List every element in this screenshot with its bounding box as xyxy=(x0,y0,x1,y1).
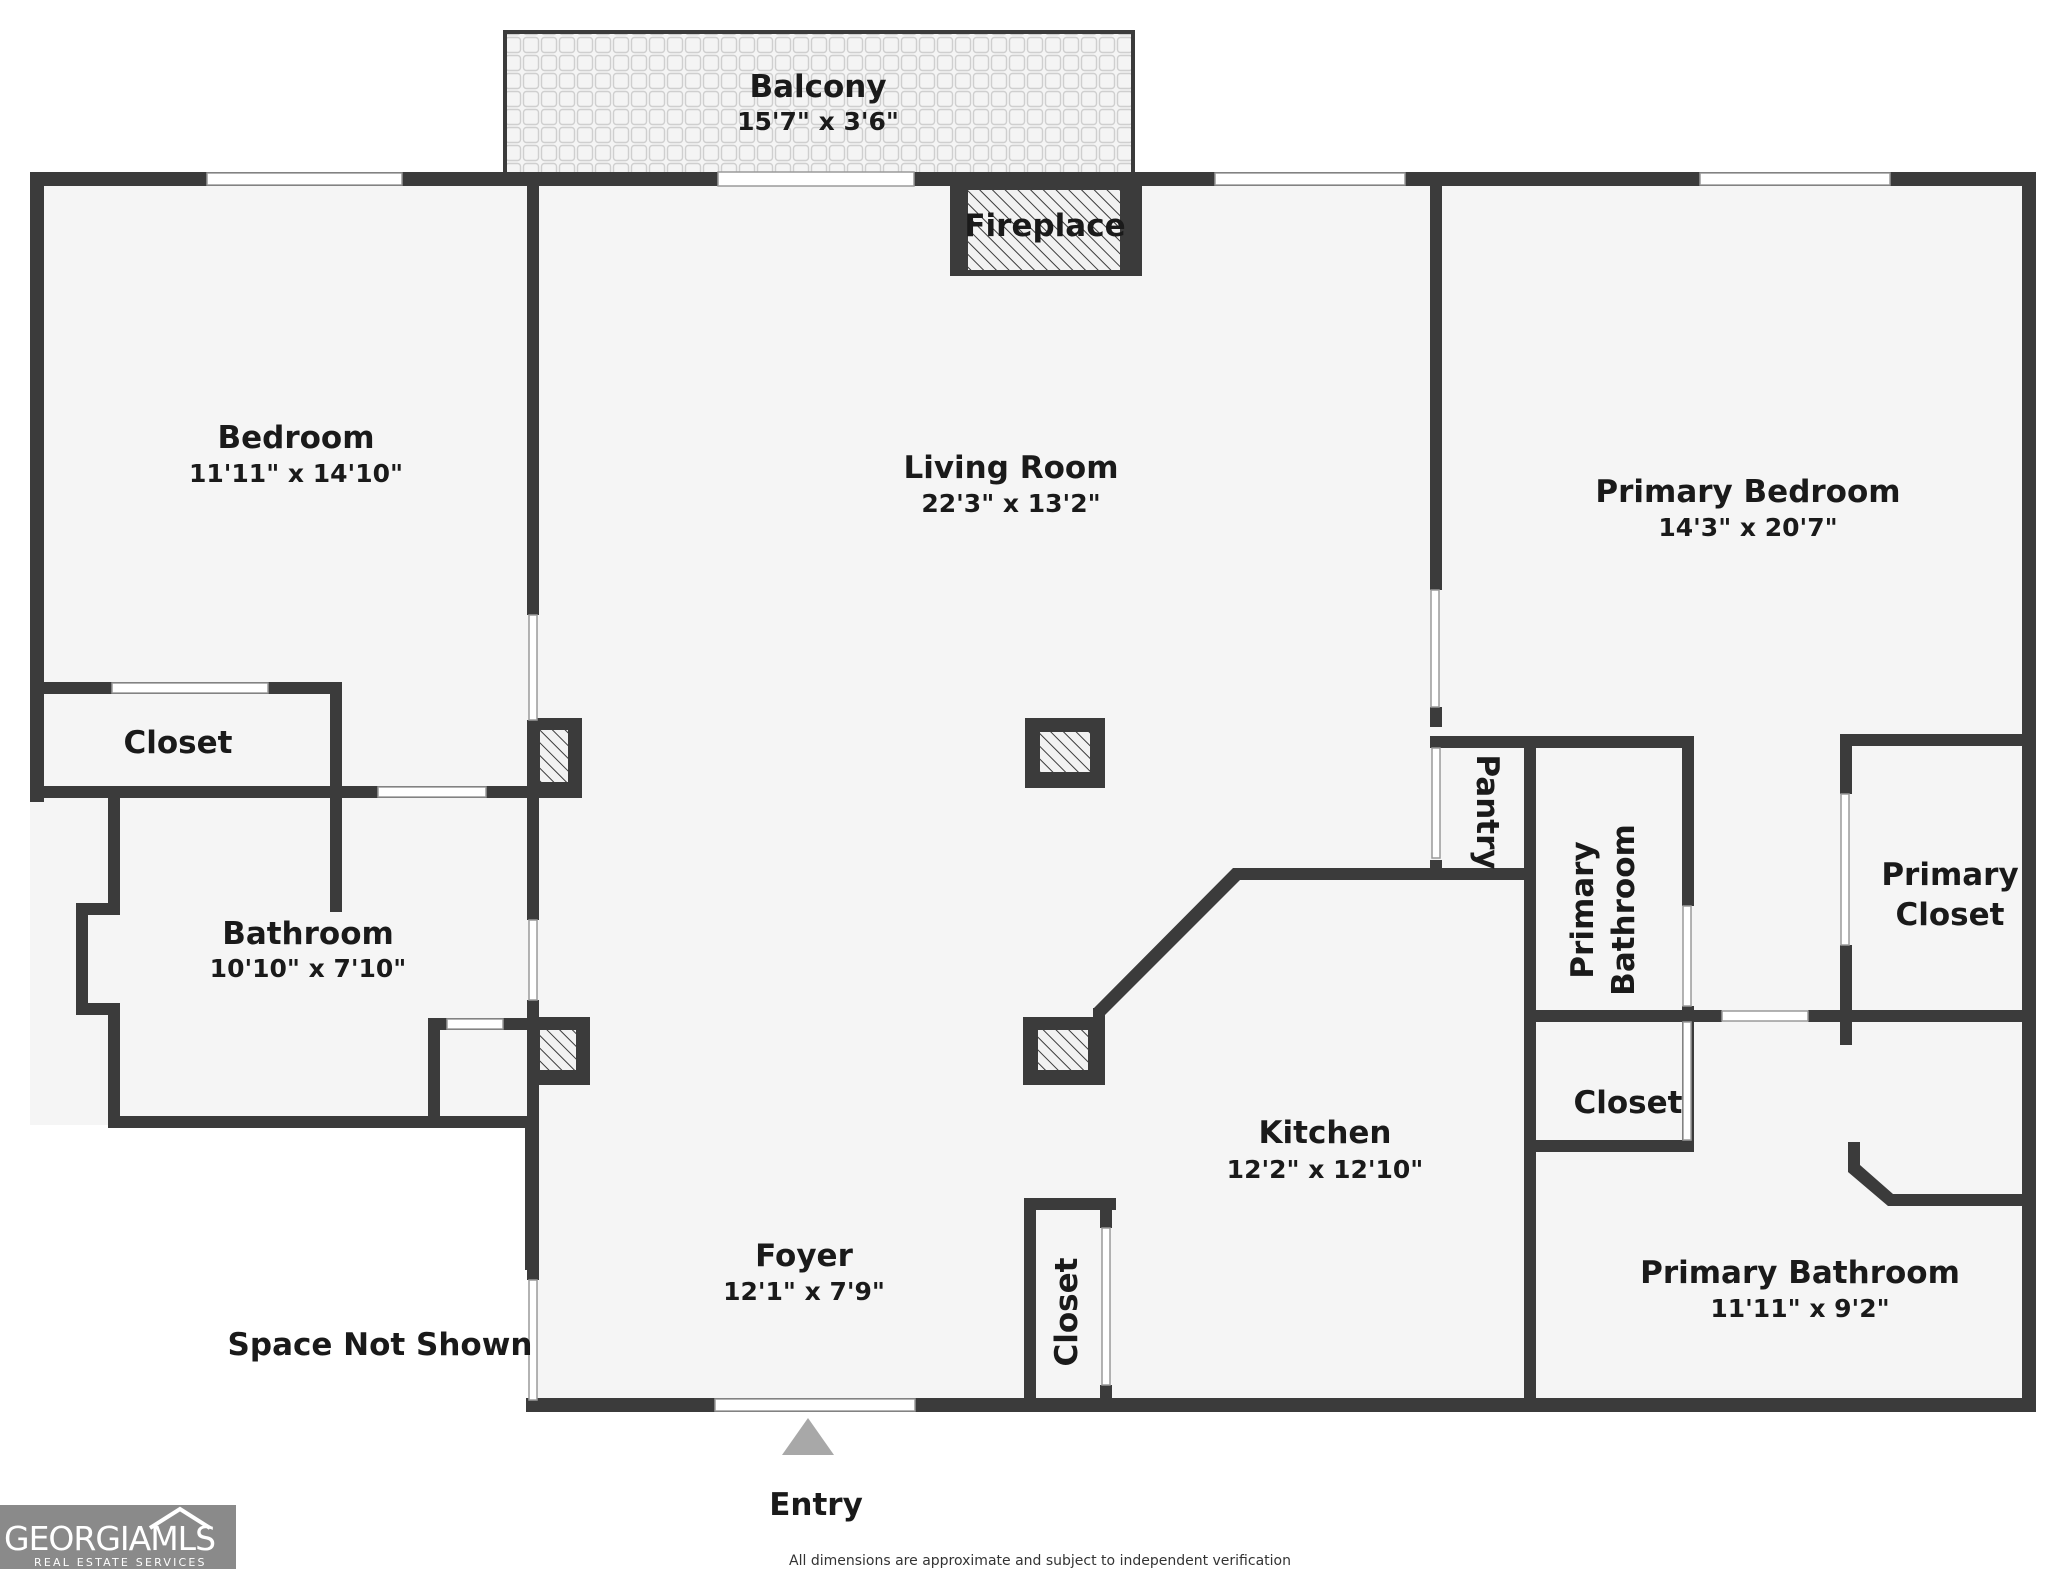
hatched-columns xyxy=(540,190,1120,1070)
room-labels: Balcony 15'7" x 3'6" Fireplace Bedroom 1… xyxy=(124,69,2019,1569)
closet-primary-label: Closet xyxy=(1574,1085,1683,1121)
primary-bedroom-dims: 14'3" x 20'7" xyxy=(1658,513,1837,542)
fireplace-label: Fireplace xyxy=(964,208,1125,244)
space-not-shown-area xyxy=(30,1125,535,1425)
primary-bathroom-small-line1: Primary xyxy=(1565,841,1601,978)
space-not-shown-label: Space Not Shown xyxy=(228,1327,533,1363)
bathroom-dims: 10'10" x 7'10" xyxy=(210,954,407,983)
entry-label: Entry xyxy=(769,1487,863,1523)
kitchen-name: Kitchen xyxy=(1258,1115,1391,1151)
balcony-dims: 15'7" x 3'6" xyxy=(737,107,899,136)
georgia-mls-logo: GEORGIAMLS REAL ESTATE SERVICES xyxy=(0,1505,236,1569)
primary-closet-line2: Closet xyxy=(1896,897,2005,933)
closet-foyer-label: Closet xyxy=(1049,1257,1085,1366)
logo-sub-text: REAL ESTATE SERVICES xyxy=(34,1556,207,1569)
primary-closet-line1: Primary xyxy=(1881,857,2018,893)
living-room-name: Living Room xyxy=(903,450,1118,486)
primary-bathroom-dims: 11'11" x 9'2" xyxy=(1710,1294,1889,1323)
foyer-name: Foyer xyxy=(755,1238,853,1274)
bathroom-name: Bathroom xyxy=(222,916,394,952)
primary-bedroom-name: Primary Bedroom xyxy=(1595,474,1900,510)
kitchen-dims: 12'2" x 12'10" xyxy=(1227,1155,1424,1184)
bedroom-dims: 11'11" x 14'10" xyxy=(189,459,403,488)
logo-main-text: GEORGIAMLS xyxy=(4,1519,215,1558)
closet-bedroom-label: Closet xyxy=(124,725,233,761)
pantry-label: Pantry xyxy=(1469,754,1505,869)
bedroom-name: Bedroom xyxy=(217,420,374,456)
living-room-dims: 22'3" x 13'2" xyxy=(921,489,1100,518)
balcony-name: Balcony xyxy=(749,69,886,105)
foyer-dims: 12'1" x 7'9" xyxy=(723,1277,885,1306)
disclaimer: All dimensions are approximate and subje… xyxy=(789,1553,1291,1569)
entry-arrow-icon xyxy=(782,1418,834,1455)
primary-bathroom-small-line2: Bathroom xyxy=(1606,824,1642,996)
windows xyxy=(111,171,1891,1412)
primary-bathroom-name: Primary Bathroom xyxy=(1640,1255,1960,1291)
